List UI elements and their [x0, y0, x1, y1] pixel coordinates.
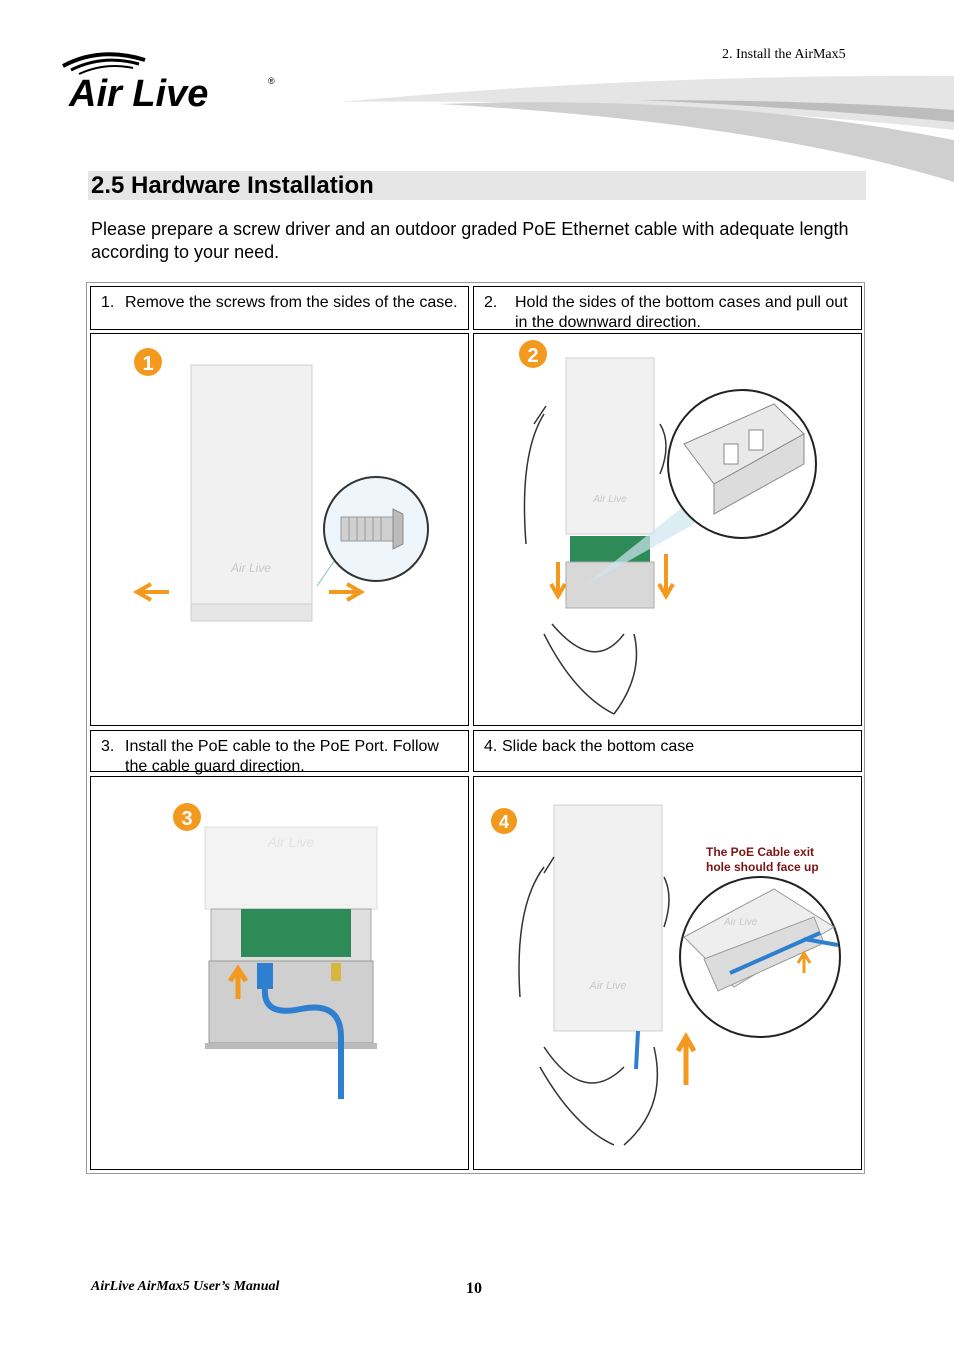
- svg-text:Air Live: Air Live: [267, 834, 315, 850]
- step-3-number: 3.: [101, 738, 115, 755]
- step-1-text: Remove the screws from the sides of the …: [125, 294, 458, 311]
- arrow-down-right-icon: [657, 554, 675, 600]
- arrow-up-icon: [227, 964, 249, 999]
- step-2-badge: [519, 340, 547, 368]
- step-3-cell: 3. Install the PoE cable to the PoE Port…: [90, 730, 469, 775]
- steps-table: [86, 282, 865, 1174]
- arrow-right-icon: [329, 582, 366, 602]
- step-4-text: Slide back the bottom case: [502, 738, 695, 755]
- step-4-badge: [491, 808, 517, 834]
- svg-text:2: 2: [527, 345, 538, 367]
- step-3-text: Install the PoE cable to the PoE Port. F…: [125, 738, 439, 775]
- footer-page-number: 10: [466, 1280, 482, 1297]
- hand-bottom-drawing: [543, 623, 638, 715]
- svg-text:Air Live: Air Live: [592, 494, 627, 505]
- step-2-cell: 2. Hold the sides of the bottom cases an…: [473, 286, 862, 331]
- svg-text:®: ®: [268, 76, 275, 86]
- small-arrow-up-icon: [796, 950, 812, 973]
- chapter-label: 2. Install the AirMax5: [722, 47, 846, 62]
- footer-manual-title: AirLive AirMax5 User’s Manual: [91, 1279, 280, 1294]
- section-title: 2.5 Hardware Installation: [91, 172, 374, 199]
- callout-line-2: hole should face up: [706, 860, 819, 874]
- svg-text:Air Live: Air Live: [723, 917, 758, 928]
- step-3-badge: [173, 803, 201, 831]
- step-1-number: 1.: [101, 294, 115, 311]
- step-1-badge: [134, 348, 162, 376]
- section-title-bar: [88, 171, 866, 200]
- poe-connector: [257, 963, 273, 989]
- step-1-image-cell: 1 Air Live: [90, 333, 469, 726]
- step-2-illustration: 2 Air Live: [519, 340, 817, 715]
- step-3-image-cell: 3 Air Live: [90, 776, 469, 1170]
- svg-text:4: 4: [499, 812, 509, 832]
- step-4-illustration: 4 Air Live The PoE Cable exit hole shoul…: [491, 804, 841, 1146]
- step-4-image-cell: 4 Air Live The PoE Cable exit hole shoul…: [473, 776, 862, 1170]
- svg-text:1: 1: [142, 353, 153, 375]
- logo-wordmark: Air Live: [68, 73, 208, 112]
- poe-cable: [261, 988, 344, 1099]
- hand-top-drawing: [518, 856, 670, 998]
- step-1-illustration: 1 Air Live: [132, 348, 429, 622]
- device-logo: Air Live: [230, 561, 271, 575]
- hand-bottom-drawing: [539, 1046, 659, 1146]
- arrow-up-icon: [675, 1031, 697, 1085]
- step-3-illustration: 3 Air Live: [173, 803, 378, 1099]
- svg-text:3: 3: [181, 808, 192, 830]
- arrow-left-icon: [132, 582, 169, 602]
- airlive-logo: Air Live ®: [62, 52, 275, 112]
- hand-top-drawing: [523, 405, 667, 545]
- callout-line-1: The PoE Cable exit: [706, 845, 814, 859]
- step-2-text: Hold the sides of the bottom cases and p…: [515, 294, 848, 331]
- step-2-number: 2.: [484, 294, 498, 311]
- svg-text:Air Live: Air Live: [589, 980, 627, 992]
- arrow-down-left-icon: [549, 562, 567, 600]
- step-4-cell: 4. Slide back the bottom case: [473, 730, 862, 772]
- step-1-cell: 1. Remove the screws from the sides of t…: [90, 286, 469, 330]
- intro-paragraph: Please prepare a screw driver and an out…: [91, 219, 849, 262]
- step-4-number: 4.: [484, 738, 498, 755]
- header-swoosh-graphic: [340, 75, 954, 182]
- step-2-image-cell: 2 Air Live: [473, 333, 862, 726]
